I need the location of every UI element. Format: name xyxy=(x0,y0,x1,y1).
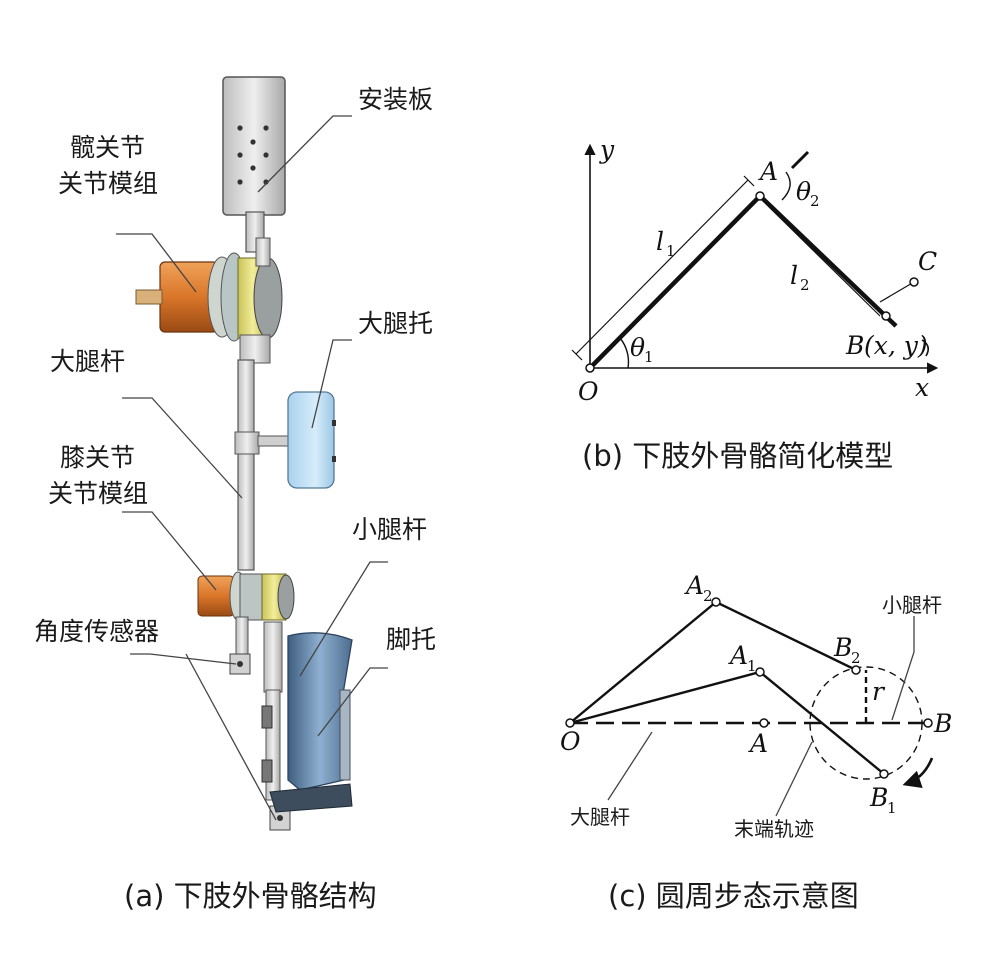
leader-thigh-rod xyxy=(607,731,653,801)
point-a1-marker xyxy=(755,667,765,677)
panel-c: O A B A 2 A 1 B 2 B 1 r 小腿杆 大腿杆 末端轨迹 (c)… xyxy=(560,571,952,913)
foot-support-drawing xyxy=(269,632,353,813)
label-point-b-coord: (x, y) xyxy=(864,331,928,360)
point-b1-marker xyxy=(879,769,889,779)
label-l2-sub: 2 xyxy=(800,276,810,294)
label-knee-joint-1: 膝关节 xyxy=(60,443,135,472)
end-trajectory-circle xyxy=(809,666,923,780)
label-thigh-support: 大腿托 xyxy=(358,309,433,338)
label-c-b: B xyxy=(933,709,952,738)
label-c-b1-sub: 1 xyxy=(887,799,897,817)
point-a-marker xyxy=(759,718,769,728)
label-l1: l xyxy=(656,227,664,256)
label-l1-sub: 1 xyxy=(666,242,676,260)
panel-a: 安装板 髋关节 关节模组 大腿托 大腿杆 膝关节 关节模组 小腿杆 角度传感器 … xyxy=(34,76,436,913)
label-point-c: C xyxy=(918,247,937,276)
point-a2-marker xyxy=(711,597,721,607)
hip-joint-drawing xyxy=(135,237,283,364)
caption-b: (b) 下肢外骨骼简化模型 xyxy=(582,439,893,473)
label-foot-support: 脚托 xyxy=(386,625,436,654)
dimension-l2 xyxy=(767,205,881,317)
label-theta2-sub: 2 xyxy=(810,192,820,210)
point-b2-marker xyxy=(851,665,861,675)
label-hip-joint-1: 髋关节 xyxy=(70,133,145,162)
label-hip-joint-2: 关节模组 xyxy=(58,169,158,198)
label-c-a1-sub: 1 xyxy=(747,657,757,675)
theta2-arc xyxy=(781,171,791,201)
dimension-l1 xyxy=(575,179,749,355)
mount-plate-drawing xyxy=(222,76,286,253)
label-c-a2-sub: 2 xyxy=(703,587,713,605)
label-c-a1: A xyxy=(728,641,748,670)
label-c-a: A xyxy=(748,729,768,758)
label-c-thigh-rod: 大腿杆 xyxy=(570,805,630,829)
label-c-b2: B xyxy=(833,633,852,662)
thigh-rod-drawing xyxy=(234,359,291,571)
label-axis-x: x xyxy=(915,373,929,402)
end-arrow-arc xyxy=(921,339,930,357)
link-1 xyxy=(588,194,762,370)
link-2 xyxy=(758,194,898,328)
label-c-end-trajectory: 末端轨迹 xyxy=(734,817,814,841)
label-thigh-rod: 大腿杆 xyxy=(50,347,125,376)
caption-a: (a) 下肢外骨骼结构 xyxy=(124,879,377,913)
point-o-marker xyxy=(585,363,595,373)
dashed-extension xyxy=(790,150,810,170)
label-c-r: r xyxy=(872,677,886,706)
direction-arrow xyxy=(902,757,934,789)
label-theta1-sub: 1 xyxy=(644,348,654,366)
label-l2: l xyxy=(790,261,798,290)
label-theta1: θ xyxy=(630,333,645,362)
thigh-support-drawing xyxy=(287,391,336,489)
point-o-marker xyxy=(565,718,575,728)
label-theta2: θ xyxy=(796,177,811,206)
point-c-marker xyxy=(909,277,919,287)
point-a-marker xyxy=(755,191,765,201)
leader-end-trajectory xyxy=(775,741,813,817)
label-point-b: B xyxy=(845,331,864,360)
label-axis-y: y xyxy=(599,135,615,164)
leader-lines xyxy=(116,115,388,821)
theta1-arc xyxy=(619,337,630,369)
label-origin-o: O xyxy=(578,377,599,406)
label-c-a2: A xyxy=(684,571,704,600)
label-c-shank-rod: 小腿杆 xyxy=(882,593,942,617)
point-b-marker xyxy=(881,311,891,321)
leader-shank-rod xyxy=(891,616,915,721)
knee-joint-drawing xyxy=(197,571,295,621)
label-c-b2-sub: 2 xyxy=(851,649,861,667)
foot-segment xyxy=(879,281,915,303)
label-angle-sensor: 角度传感器 xyxy=(34,617,159,646)
label-point-a: A xyxy=(758,157,778,186)
panel-b: y x O A C B (x, y) l 1 l 2 θ 1 θ 2 (b) 下… xyxy=(571,135,939,473)
label-shank-rod: 小腿杆 xyxy=(352,515,427,544)
label-c-o: O xyxy=(560,727,581,756)
label-c-b1: B xyxy=(869,783,888,812)
point-b-marker xyxy=(923,718,933,728)
label-knee-joint-2: 关节模组 xyxy=(48,479,148,508)
shank-rod-drawing xyxy=(261,621,283,801)
label-mount-plate: 安装板 xyxy=(358,85,433,114)
angle-sensor-drawing xyxy=(229,616,291,831)
caption-c: (c) 圆周步态示意图 xyxy=(608,879,859,913)
